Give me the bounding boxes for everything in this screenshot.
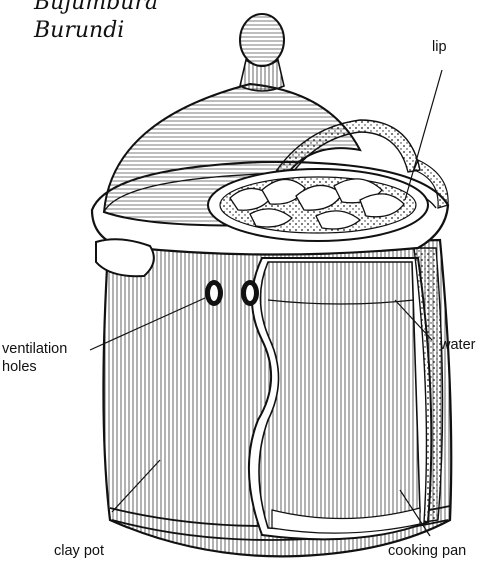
label-water: water xyxy=(440,336,475,354)
cutaway-region xyxy=(249,248,443,539)
place-name-city: Bujumbura xyxy=(34,0,158,15)
label-clay-pot: clay pot xyxy=(54,542,104,560)
label-ventilation-line1: ventilation xyxy=(2,340,67,358)
label-ventilation-line2: holes xyxy=(2,358,37,376)
label-lip: lip xyxy=(432,38,447,56)
pot-handle xyxy=(96,239,154,276)
place-name-country: Burundi xyxy=(34,18,124,43)
cooking-pan-contents xyxy=(208,169,428,241)
label-cooking-pan: cooking pan xyxy=(388,542,466,560)
